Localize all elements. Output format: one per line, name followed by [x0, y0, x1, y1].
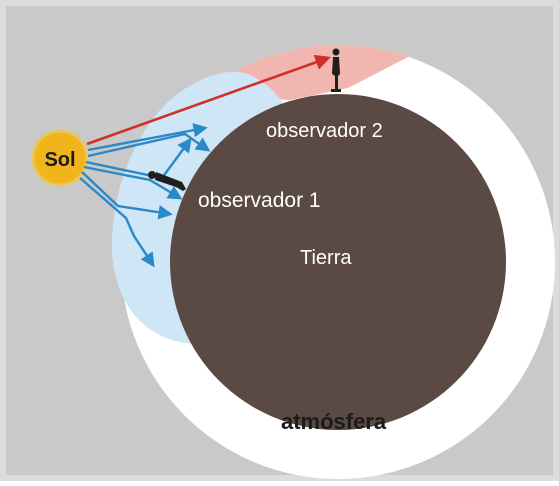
red-ray [86, 54, 331, 146]
blue-rays [79, 123, 211, 268]
blue-ray-6 [79, 177, 155, 268]
observer1-label: observador 1 [198, 189, 321, 212]
earth-label: Tierra [300, 247, 352, 269]
earth [170, 94, 506, 430]
sun [31, 129, 89, 187]
person-standing-icon [331, 48, 341, 92]
blue-ray-4 [83, 165, 183, 200]
person-lying-icon [148, 171, 186, 191]
atmosphere-label: atmósfera [281, 409, 387, 434]
blue-ray-1 [87, 123, 208, 152]
observer2-label: observador 2 [266, 120, 383, 142]
blue-ray-5 [81, 171, 173, 220]
blue-ray-2 [87, 132, 211, 158]
sun-label: Sol [44, 149, 75, 171]
